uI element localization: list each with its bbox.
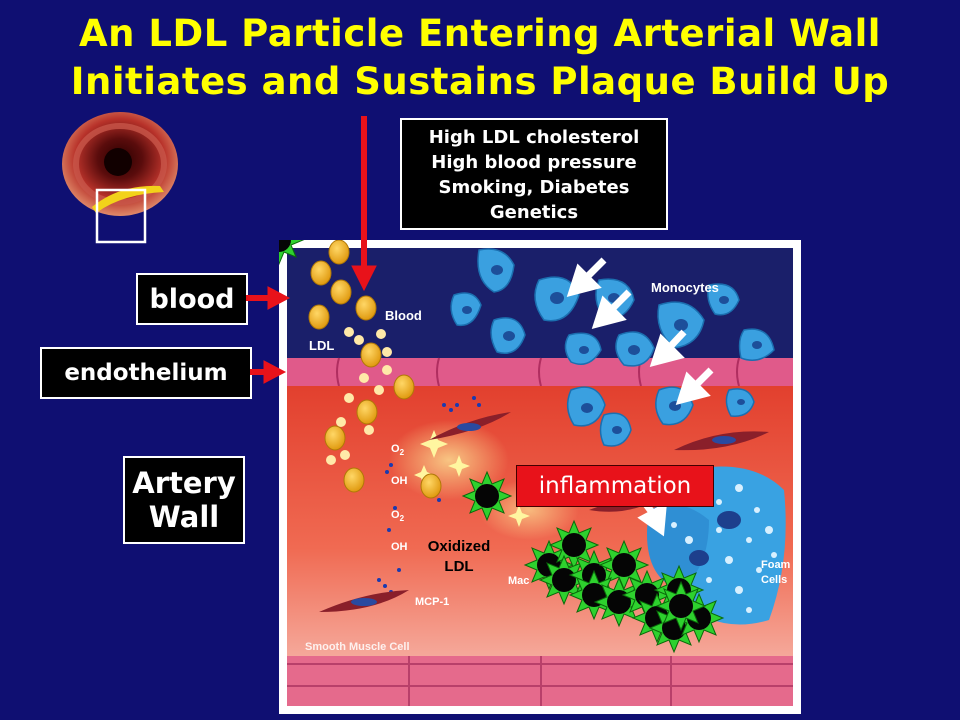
risk-factor-4: Genetics xyxy=(489,202,579,223)
diagram-label-monocytes: Monocytes xyxy=(651,280,719,295)
diagram-label-foam-1: Foam xyxy=(761,559,791,571)
diagram-label-foam-2: Cells xyxy=(761,574,787,586)
risk-factors-box: High LDL cholesterol High blood pressure… xyxy=(400,118,668,230)
artery-wall-line-2: Wall xyxy=(148,500,220,534)
artery-wall-line-1: Artery xyxy=(132,466,236,500)
diagram-label-oh-b: OH xyxy=(391,541,408,553)
diagram-label-oxidized-1: Oxidized xyxy=(428,538,491,555)
monocytes xyxy=(450,248,775,447)
diagram-label-o2-a: O2 xyxy=(391,443,405,457)
diagram-label-mcp1: MCP-1 xyxy=(415,596,449,608)
title-line-2: Initiates and Sustains Plaque Build Up xyxy=(70,60,890,103)
ldl-particles xyxy=(308,240,442,499)
slide-title: An LDL Particle Entering Arterial Wall I… xyxy=(0,10,960,106)
monocyte-arrows xyxy=(566,257,714,537)
inflammation-label: inflammation xyxy=(516,465,714,507)
blood-label-text: blood xyxy=(149,283,235,315)
title-line-1: An LDL Particle Entering Arterial Wall xyxy=(79,12,881,55)
blood-label: blood xyxy=(136,273,248,325)
diagram-label-ldl: LDL xyxy=(309,338,334,353)
diagram-label-blood: Blood xyxy=(385,308,422,323)
diagram-label-smooth-muscle: Smooth Muscle Cell xyxy=(305,641,410,653)
artery-wall-label: Artery Wall xyxy=(123,456,245,544)
diagram-label-macrophage: Mac xyxy=(508,575,529,587)
smooth-muscle-cells xyxy=(319,412,769,612)
endothelium-label: endothelium xyxy=(40,347,252,399)
inflammation-text: inflammation xyxy=(538,473,692,499)
oxidized-ldl-particles xyxy=(279,240,305,266)
artery-cross-section-icon xyxy=(62,112,178,244)
zoom-region-box xyxy=(95,188,147,244)
artery-wall-diagram: Blood LDL Monocytes O2 OH O2 OH Oxidized… xyxy=(279,240,801,714)
risk-factor-3: Smoking, Diabetes xyxy=(438,177,630,198)
risk-factor-2: High blood pressure xyxy=(431,152,637,173)
endothelium-label-text: endothelium xyxy=(64,360,228,386)
diagram-label-o2-b: O2 xyxy=(391,509,405,523)
risk-factor-1: High LDL cholesterol xyxy=(428,127,640,148)
diagram-label-oh-a: OH xyxy=(391,475,408,487)
diagram-label-oxidized-2: LDL xyxy=(444,558,473,575)
